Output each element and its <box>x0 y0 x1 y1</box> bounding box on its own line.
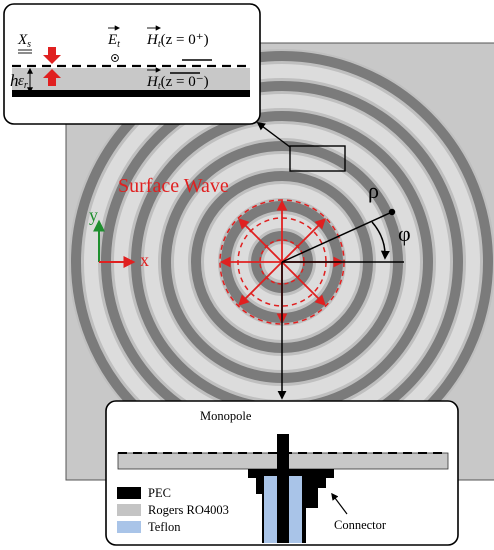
x-axis-label: x <box>140 250 149 270</box>
inset-pointer-top <box>256 121 291 148</box>
monopole-pin <box>277 434 289 543</box>
observation-point <box>388 208 396 216</box>
substrate-layer <box>12 68 250 90</box>
rho-label: ρ <box>368 178 379 203</box>
red-arrow-up <box>43 69 61 86</box>
radial-field-arrow <box>238 261 283 306</box>
legend-label-teflon: Teflon <box>148 520 181 534</box>
phi-label: φ <box>398 221 411 246</box>
zoom-region <box>289 145 346 172</box>
radial-field-arrow <box>281 261 326 306</box>
thickness-label: h <box>10 71 19 90</box>
phi-arc <box>371 221 390 260</box>
radial-field-arrow <box>281 218 326 263</box>
tangential-h-top-label: Ht(z = 0⁺) <box>146 32 209 50</box>
impedance-label: Xs <box>17 32 31 50</box>
top-inset: h Xs Et Ht(z = 0⁺) εr Ht(z = 0⁻) <box>3 3 261 125</box>
surface-wave-label: Surface Wave <box>118 175 229 197</box>
ground-layer <box>12 90 250 97</box>
legend-label-rogers: Rogers RO4003 <box>148 503 229 517</box>
legend-label-pec: PEC <box>148 486 171 500</box>
legend-swatch-teflon <box>117 521 141 533</box>
legend-swatch-pec <box>117 487 141 499</box>
monopole-label: Monopole <box>200 409 252 423</box>
tangential-h-bottom-label: Ht(z = 0⁻) <box>146 74 209 92</box>
rho-vector <box>281 211 393 263</box>
connector-label: Connector <box>334 518 387 532</box>
legend-swatch-rogers <box>117 504 141 516</box>
y-axis-label: y <box>89 205 98 225</box>
bottom-inset: Monopole Connector PEC Rogers RO4003 Tef… <box>105 400 459 546</box>
radial-field-arrow <box>238 218 283 263</box>
red-arrow-down <box>43 47 61 64</box>
permittivity-label: εr <box>18 73 28 91</box>
tangential-e-label: Et <box>107 32 120 50</box>
